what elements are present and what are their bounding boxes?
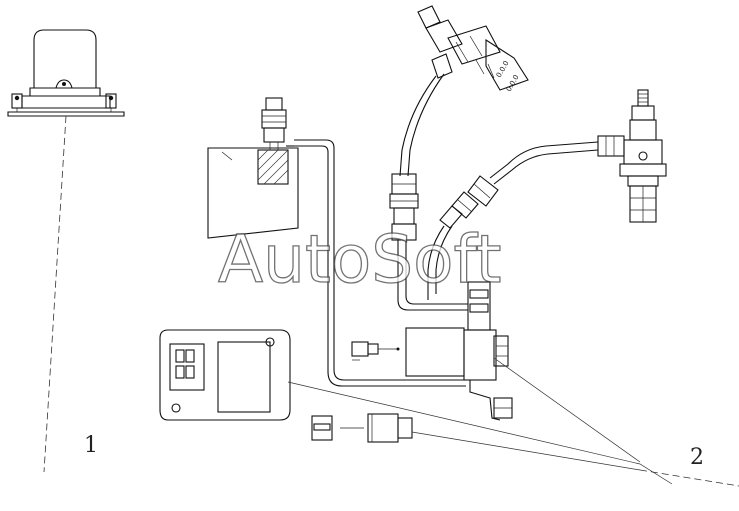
pipe-right: [489, 141, 599, 185]
component-1-relay: [7, 29, 125, 117]
callout-2: 2: [690, 445, 704, 470]
engine-block: [207, 147, 299, 239]
leader-line-1: [43, 115, 67, 473]
control-unit: [159, 329, 291, 421]
svg-text:0.0.0: 0.0.0: [495, 60, 511, 79]
pipe-upper: [399, 73, 445, 177]
valve-block: [405, 281, 513, 421]
harness-left: [294, 139, 466, 387]
callout-1: 1: [84, 433, 98, 458]
right-injector: [597, 89, 667, 223]
fitting-chain: [427, 175, 499, 300]
engine-sensor: [261, 97, 294, 150]
plug-connector: [311, 413, 413, 443]
watermark-text: AutoSoft: [218, 221, 501, 298]
upper-injector: 0.0.0 0.0.0: [417, 5, 529, 93]
small-connector: [351, 341, 400, 357]
fitting-stack: [389, 173, 468, 311]
leader-lines-2: [287, 357, 739, 487]
